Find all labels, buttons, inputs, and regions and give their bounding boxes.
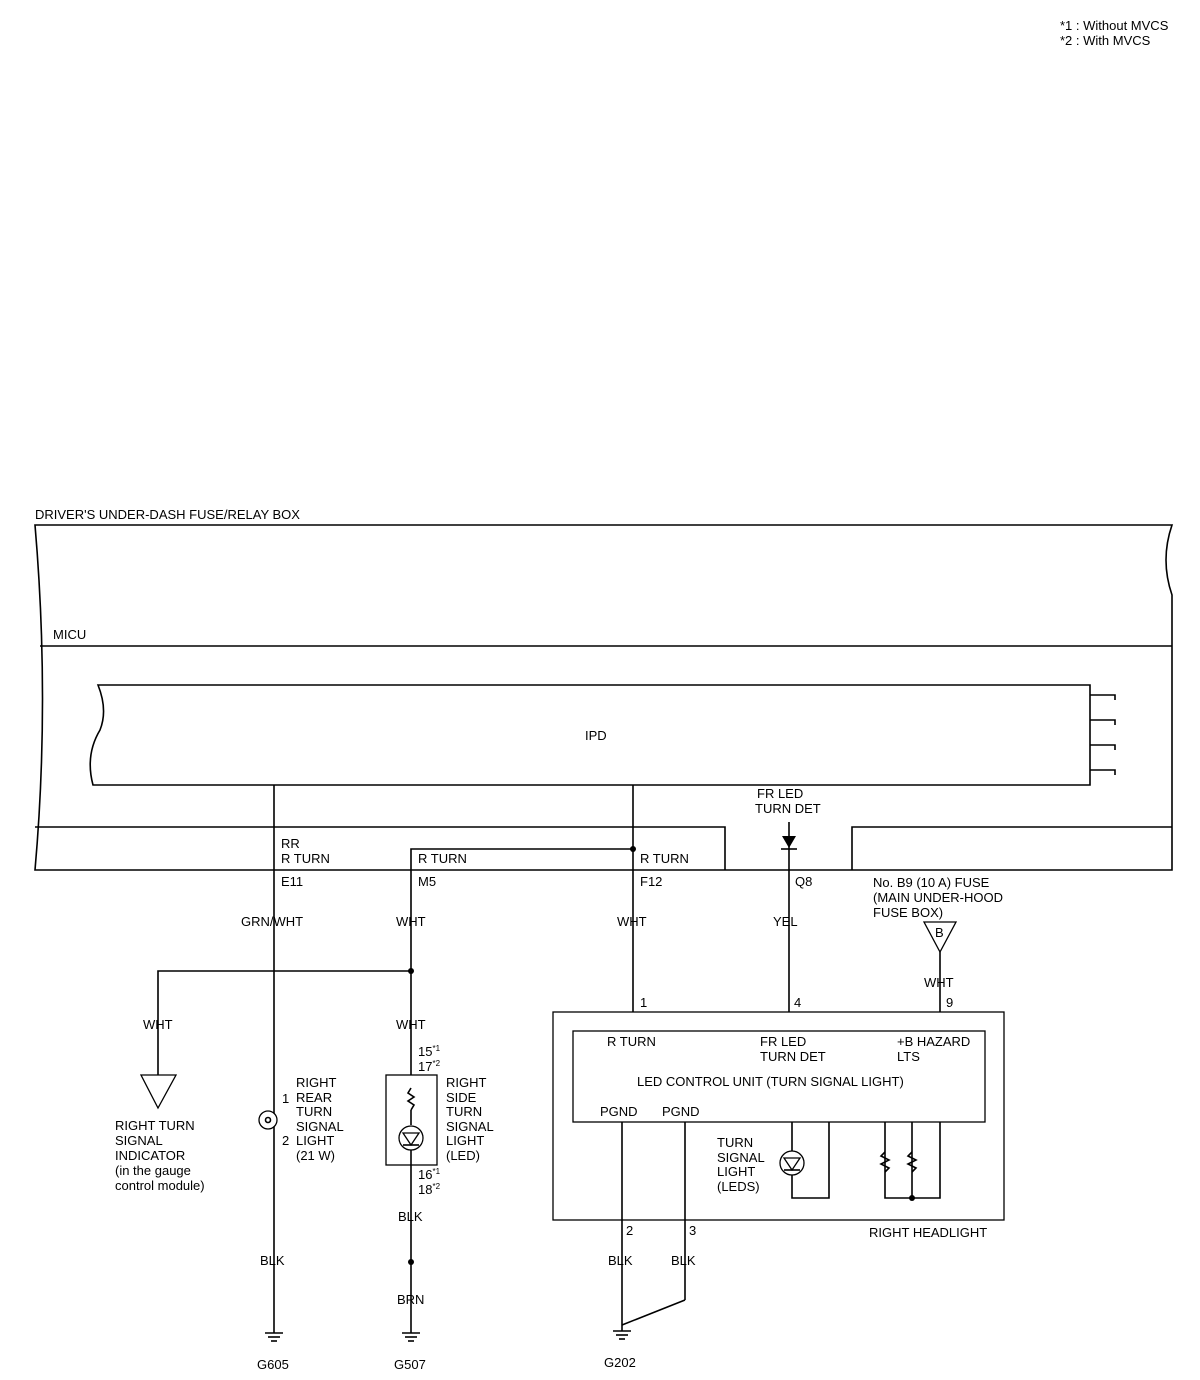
wire-blk-2: BLK — [608, 1253, 633, 1268]
wire-blk-side: BLK — [398, 1209, 423, 1224]
micu-connector-panel — [35, 826, 726, 870]
micu-connector-panel-right — [851, 826, 1172, 870]
rr-turn-label: R TURN — [281, 851, 330, 866]
headlight-pin-2: 2 — [626, 1223, 633, 1238]
splice-m5 — [630, 846, 636, 852]
terminal-e11: E11 — [281, 874, 303, 889]
fuse-connector-symbol — [922, 921, 958, 954]
wire-wht-indicator: WHT — [143, 1017, 173, 1032]
rear-light-label-6: (21 W) — [296, 1148, 335, 1163]
leds-label-4: (LEDS) — [717, 1179, 760, 1194]
splice-side-ground — [408, 1259, 414, 1265]
wire-indicator-branch — [157, 970, 411, 1075]
side-led-icon — [398, 1087, 424, 1165]
headlight-pin-1: 1 — [640, 995, 647, 1010]
wire-g202-b — [621, 1299, 686, 1326]
leds-label-3: LIGHT — [717, 1164, 755, 1179]
ground-g605-icon — [265, 1325, 283, 1342]
note-without-mvcs: *1 : Without MVCS — [1060, 18, 1169, 33]
indicator-label-4: (in the gauge — [115, 1163, 191, 1178]
indicator-label-2: SIGNAL — [115, 1133, 163, 1148]
wire-m5-branch — [410, 848, 633, 1075]
wire-wht-f12: WHT — [617, 914, 647, 929]
wire-wht-fuse: WHT — [924, 975, 954, 990]
indicator-label-1: RIGHT TURN — [115, 1118, 195, 1133]
rear-pin-1: 1 — [282, 1091, 289, 1106]
side-light-label-5: LIGHT — [446, 1133, 484, 1148]
side-light-label-6: (LED) — [446, 1148, 480, 1163]
wire-wht-m5: WHT — [396, 914, 426, 929]
ipd-output-stubs — [1090, 694, 1116, 775]
leds-label-2: SIGNAL — [717, 1150, 765, 1165]
headlight-pin-4: 4 — [794, 995, 801, 1010]
turn-det-label: TURN DET — [755, 801, 821, 816]
turn-det-diode — [781, 822, 797, 1012]
side-pin-top-1: 15*1 — [418, 1044, 441, 1059]
terminal-f12: F12 — [640, 874, 662, 889]
rr-label: RR — [281, 836, 300, 851]
terminal-q8: Q8 — [795, 874, 812, 889]
rear-pin-2: 2 — [282, 1133, 289, 1148]
fuse-box-title: DRIVER'S UNDER-DASH FUSE/RELAY BOX — [35, 507, 300, 522]
side-light-label-2: SIDE — [446, 1090, 477, 1105]
ground-g202-icon — [613, 1325, 631, 1340]
lcu-pgnd-1: PGND — [600, 1104, 638, 1119]
ground-g202: G202 — [604, 1355, 636, 1370]
headlight-pin-9: 9 — [946, 995, 953, 1010]
fuse-connector-b: B — [935, 925, 944, 940]
wire-brn: BRN — [397, 1292, 424, 1307]
leds-label-1: TURN — [717, 1135, 753, 1150]
rear-light-label-4: SIGNAL — [296, 1119, 344, 1134]
terminal-m5: M5 — [418, 874, 436, 889]
side-light-label-4: SIGNAL — [446, 1119, 494, 1134]
indicator-label-3: INDICATOR — [115, 1148, 185, 1163]
ground-g507: G507 — [394, 1357, 426, 1372]
headlight-resistors-icon — [879, 1122, 941, 1201]
fuse-box-outline — [34, 524, 1174, 871]
rear-light-label-2: REAR — [296, 1090, 332, 1105]
headlight-leds-icon — [779, 1122, 830, 1199]
wire-yel: YEL — [773, 914, 798, 929]
m5-turn-label: R TURN — [418, 851, 467, 866]
rear-light-label-1: RIGHT — [296, 1075, 337, 1090]
f12-turn-label: R TURN — [640, 851, 689, 866]
ground-g507-icon — [402, 1325, 420, 1342]
side-pin-bot-1: 16*1 — [418, 1167, 441, 1182]
ground-g605: G605 — [257, 1357, 289, 1372]
wire-wht-side: WHT — [396, 1017, 426, 1032]
wire-blk-3: BLK — [671, 1253, 696, 1268]
wire-blk-rear: BLK — [260, 1253, 285, 1268]
fr-led-label: FR LED — [757, 786, 803, 801]
ipd-label: IPD — [585, 728, 607, 743]
headlight-pin-3: 3 — [689, 1223, 696, 1238]
micu-label: MICU — [53, 627, 86, 642]
lcu-pgnd-2: PGND — [662, 1104, 700, 1119]
lcu-r-turn: R TURN — [607, 1034, 656, 1049]
rear-light-label-3: TURN — [296, 1104, 332, 1119]
rear-bulb-icon — [258, 1110, 278, 1130]
ipd-block — [89, 684, 1091, 786]
side-light-label-1: RIGHT — [446, 1075, 487, 1090]
fuse-label-3: FUSE BOX) — [873, 905, 943, 920]
lcu-hazard-2: LTS — [897, 1049, 920, 1064]
indicator-symbol — [139, 1074, 178, 1110]
side-pin-top-2: 17*2 — [418, 1059, 441, 1074]
indicator-label-5: control module) — [115, 1178, 205, 1193]
lcu-turn-det: TURN DET — [760, 1049, 826, 1064]
lcu-title: LED CONTROL UNIT (TURN SIGNAL LIGHT) — [637, 1074, 904, 1089]
lcu-fr-led: FR LED — [760, 1034, 806, 1049]
lcu-hazard-1: +B HAZARD — [897, 1034, 970, 1049]
wire-grn-wht: GRN/WHT — [241, 914, 303, 929]
side-light-label-3: TURN — [446, 1104, 482, 1119]
fuse-label-2: (MAIN UNDER-HOOD — [873, 890, 1003, 905]
led-control-unit — [572, 1030, 986, 1123]
note-with-mvcs: *2 : With MVCS — [1060, 33, 1151, 48]
right-headlight-label: RIGHT HEADLIGHT — [869, 1225, 987, 1240]
side-pin-bot-2: 18*2 — [418, 1182, 441, 1197]
fuse-label-1: No. B9 (10 A) FUSE — [873, 875, 990, 890]
rear-light-label-5: LIGHT — [296, 1133, 334, 1148]
splice-indicator — [408, 968, 414, 974]
